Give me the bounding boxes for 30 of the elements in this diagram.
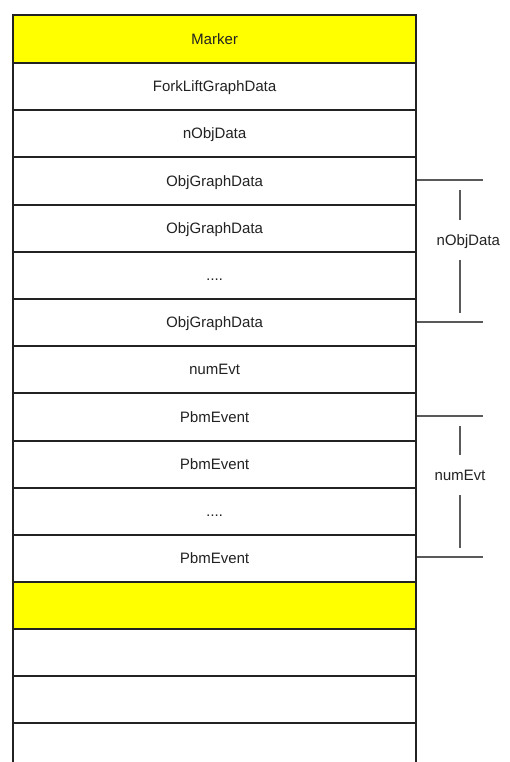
table-row — [12, 62, 417, 109]
dimension-label: nObjData — [436, 232, 501, 248]
field-name: Marker — [191, 30, 238, 48]
field-name: nObjData — [182, 125, 246, 142]
empty-row — [12, 675, 417, 722]
field-name: ObjGraphData — [166, 314, 263, 331]
field-name: numEvt — [189, 361, 240, 378]
table-row — [12, 392, 417, 440]
table-row — [12, 487, 417, 534]
empty-row — [12, 722, 417, 762]
table-row — [12, 345, 417, 392]
field-name: PbmEvent — [180, 456, 250, 473]
table-row — [12, 251, 417, 298]
table-row — [12, 204, 417, 251]
table-row — [12, 440, 417, 487]
field-name: .... — [206, 503, 223, 520]
field-name: ObjGraphData — [166, 220, 263, 237]
table-row — [12, 156, 417, 204]
field-name: ForkLiftGraphData — [152, 78, 276, 95]
table-row — [12, 534, 417, 581]
field-name: PbmEvent — [180, 550, 250, 567]
field-name: ObjGraphData — [166, 172, 263, 190]
dimension-label: numEvt — [434, 466, 486, 484]
field-name: PbmEvent — [180, 408, 250, 426]
empty-row — [12, 581, 417, 628]
table-row — [12, 14, 417, 62]
field-name: .... — [206, 267, 223, 284]
table-row — [12, 298, 417, 345]
empty-row — [12, 628, 417, 675]
table-row — [12, 109, 417, 156]
